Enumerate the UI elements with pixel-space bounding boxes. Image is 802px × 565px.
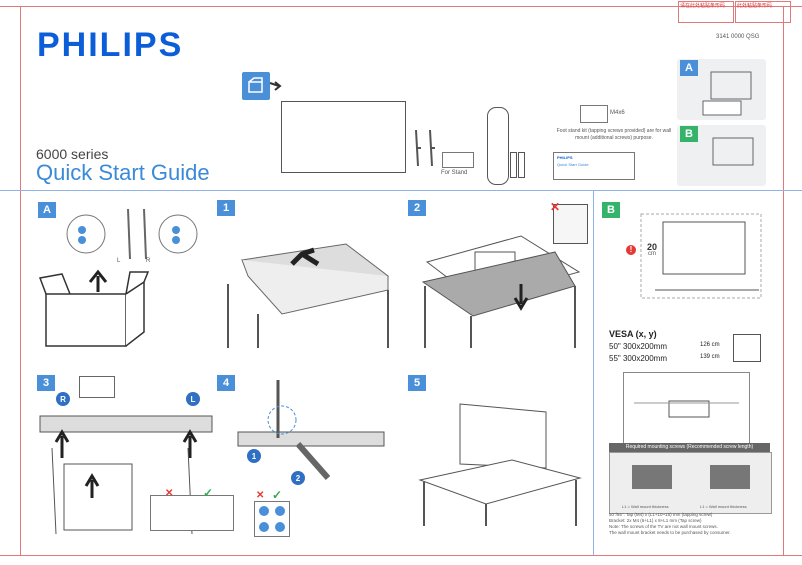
- mount-footnote: 50"/55": Tap (M4) x (L1+10~15) mm (tappi…: [609, 512, 774, 536]
- screw-head-grid: [254, 501, 290, 537]
- vesa-depth: 139 cm: [700, 354, 720, 360]
- two-person-icon: [733, 334, 761, 362]
- wrong-placement-icon: [553, 204, 588, 244]
- top-guide-line: [0, 6, 802, 7]
- step-3-badge: 3: [37, 375, 55, 391]
- batteries-illustration: [510, 152, 525, 178]
- option-a-badge: A: [680, 60, 698, 76]
- remote-control-illustration: [487, 107, 509, 185]
- step-4-badge: 4: [217, 375, 235, 391]
- step-a-badge: A: [38, 202, 56, 218]
- wall-screws-box: [580, 105, 608, 123]
- booklet-title: Quick Start Guide: [557, 162, 589, 167]
- stand-feet-illustration: [415, 129, 435, 167]
- foot-label-right: R: [146, 258, 151, 264]
- footnote-line: The wall mount bracket needs to be purch…: [609, 530, 731, 535]
- wall-mount-illustration: [640, 213, 762, 299]
- quick-start-booklet: PHILIPS Quick Start Guide: [553, 152, 635, 180]
- vesa-dims: 300x200mm: [622, 342, 668, 351]
- fold-line-vertical: [593, 190, 594, 555]
- clearance-value: 20: [647, 242, 658, 252]
- fold-line-horizontal: [0, 190, 802, 191]
- step-5-illustration: [418, 403, 582, 526]
- correct-mark-icon: ✓: [203, 486, 214, 500]
- step-2-badge: 2: [408, 200, 426, 216]
- warning-icon: !: [626, 245, 636, 255]
- mount-caption-left: L1 = Wall mount thickness: [622, 504, 669, 509]
- open-box-illustration: [38, 269, 150, 347]
- doc-code: 3141 0000 QSG: [716, 34, 760, 40]
- vesa-title: VESA (x, y): [609, 329, 657, 339]
- unbox-icon: [242, 72, 270, 100]
- mount-screws-header: Required mounting screws (Recommended sc…: [609, 443, 770, 452]
- footnote-line: 50"/55": Tap (M4) x (L1+10~15) mm (tappi…: [609, 512, 713, 517]
- step-3-screws: [79, 376, 115, 398]
- wrong-mark-icon: ✕: [165, 488, 174, 499]
- sub-step-1-badge: 1: [247, 449, 261, 463]
- vesa-size: 50": [609, 342, 621, 351]
- wrong-mark-icon: ✕: [550, 200, 561, 214]
- right-guide-line: [783, 6, 784, 555]
- barcode-note-2: 此处粘贴条形码: [735, 1, 791, 23]
- brand-logo: PHILIPS: [37, 26, 184, 64]
- vesa-row-50: 50" 300x200mm 126 cm: [609, 342, 729, 351]
- right-badge: R: [56, 392, 70, 406]
- wrong-mark-icon: ✕: [256, 490, 265, 501]
- feet-detail-illustration: [66, 208, 198, 260]
- arrow-right-icon: [269, 81, 282, 91]
- clearance-unit: cm: [648, 251, 656, 257]
- stand-screws-label: For Stand: [441, 170, 468, 176]
- step-b-badge: B: [602, 202, 620, 218]
- option-b-badge: B: [680, 126, 698, 142]
- sub-step-2-badge: 2: [291, 471, 305, 485]
- step-1-badge: 1: [217, 200, 235, 216]
- vesa-size: 55": [609, 354, 621, 363]
- vesa-dims: 300x200mm: [622, 354, 668, 363]
- footnote-line: Note: The screws of the TV are not wall …: [609, 524, 718, 529]
- vesa-row-55: 55" 300x200mm 139 cm: [609, 354, 729, 363]
- correct-mark-icon: ✓: [272, 488, 283, 502]
- left-badge: L: [186, 392, 200, 406]
- series-name: 6000 series: [36, 146, 109, 162]
- tv-screen-illustration: [281, 101, 406, 173]
- mount-detail-illustration: [623, 372, 750, 444]
- mount-screws-diagram: [609, 452, 772, 514]
- step-1-illustration: [227, 243, 390, 348]
- footnote-line: Bracket: 2x M4 (6+L1) x 8+L1 mm (Tap scr…: [609, 518, 702, 523]
- step-5-badge: 5: [408, 375, 426, 391]
- left-guide-line: [20, 6, 21, 555]
- step-3-illustration: [39, 415, 213, 535]
- foot-label-left: L: [117, 258, 121, 264]
- booklet-brand: PHILIPS: [557, 155, 573, 160]
- step-4-illustration: [237, 380, 385, 480]
- barcode-note-1: 请在此处粘贴条形码: [678, 1, 734, 23]
- bottom-guide-line: [0, 555, 802, 556]
- mount-caption-right: L1 = Wall mount thickness: [700, 504, 747, 509]
- step-2-illustration: [421, 235, 581, 348]
- step-3-compare-panel: [150, 495, 234, 531]
- wall-screws-label: M4x6: [610, 110, 625, 116]
- stand-screws: [442, 152, 474, 168]
- guide-title: Quick Start Guide: [36, 160, 210, 185]
- screws-note: Foot stand kit (tapping screws provided)…: [556, 128, 672, 141]
- vesa-depth: 126 cm: [700, 342, 720, 348]
